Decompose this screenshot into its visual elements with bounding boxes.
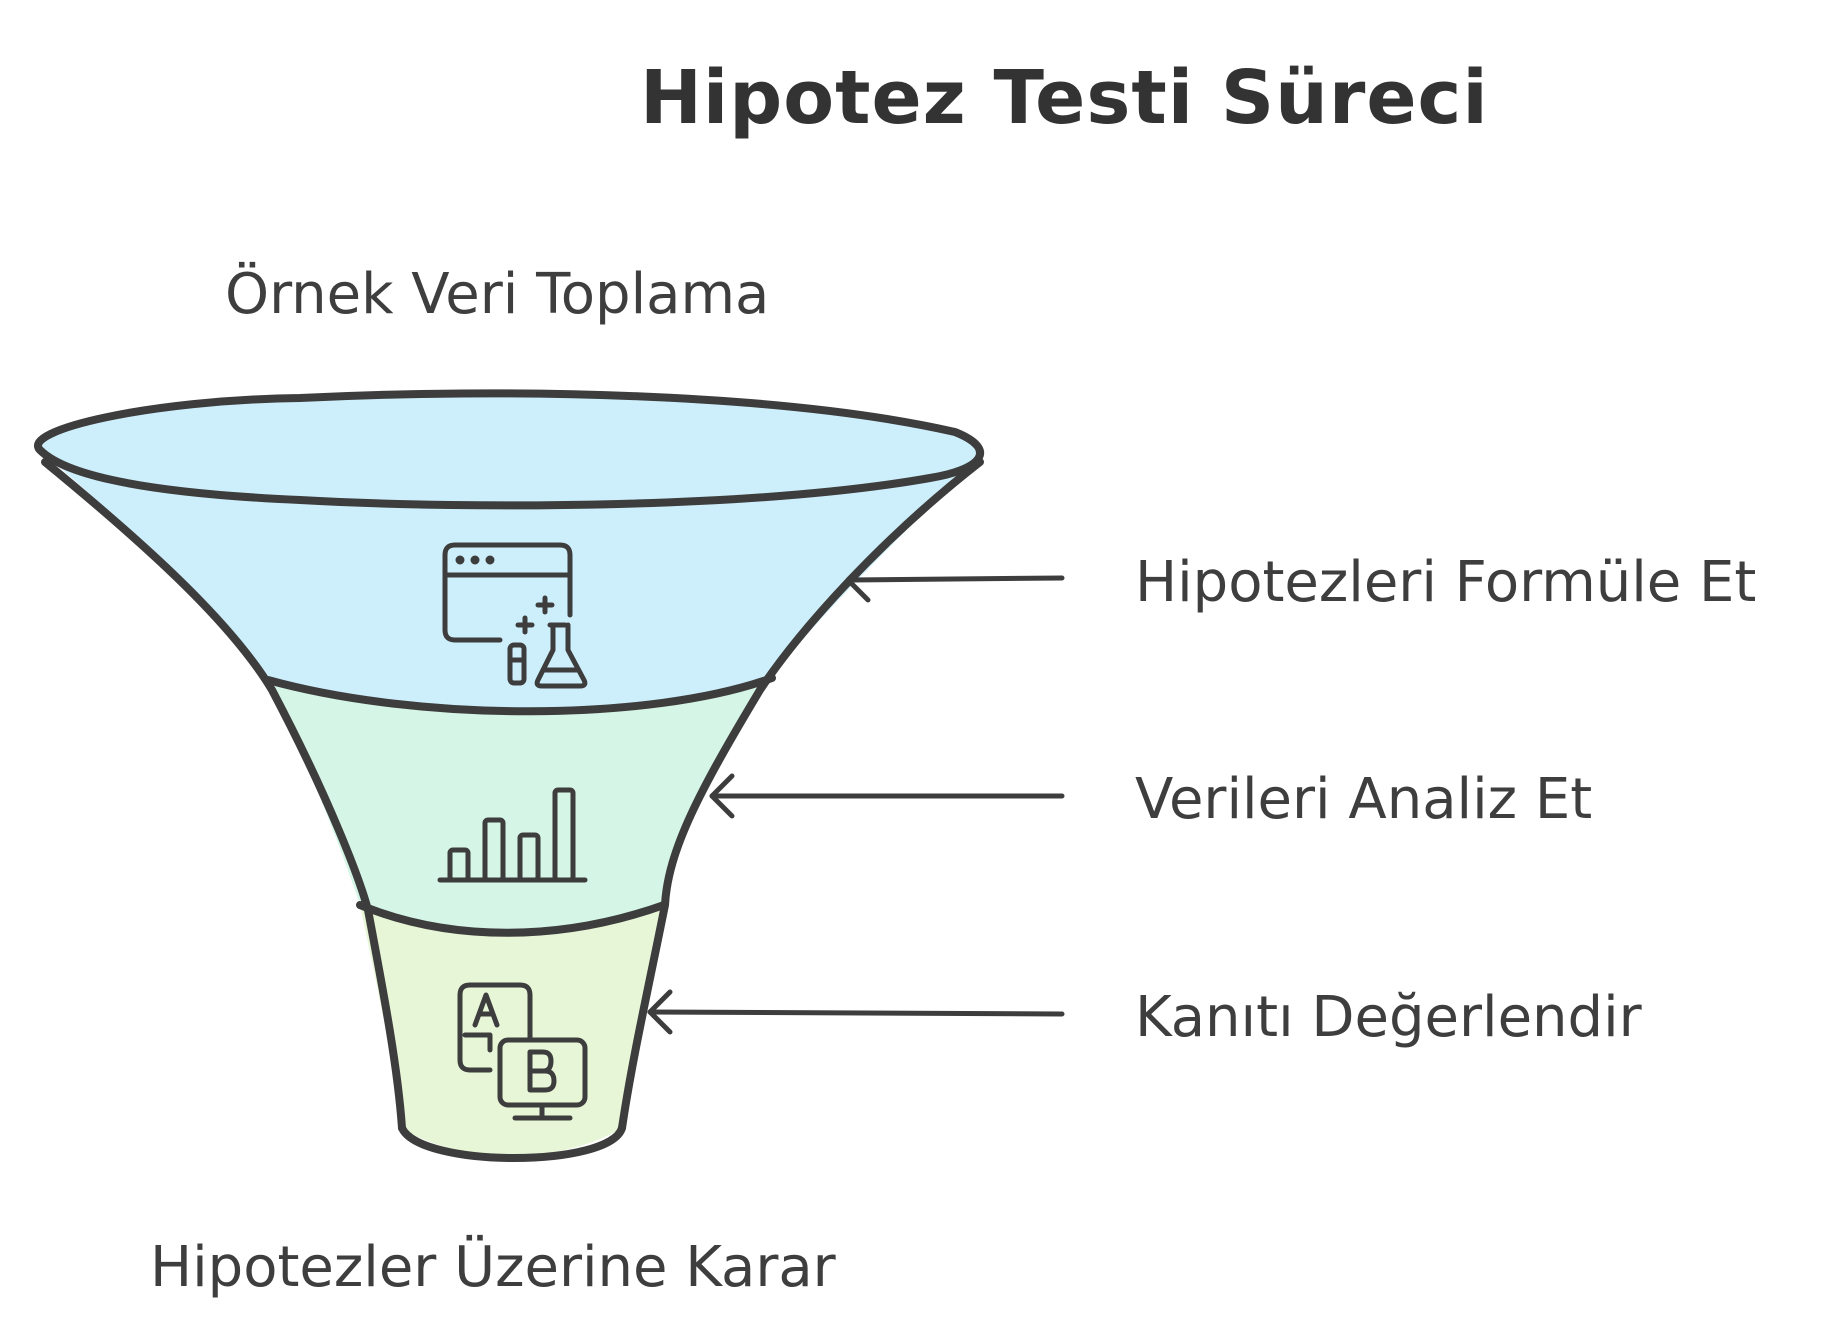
stage-1-label: Hipotezleri Formüle Et xyxy=(1135,550,1757,615)
funnel-left-side xyxy=(41,458,406,1132)
funnel-rim xyxy=(34,389,984,510)
funnel-divider-1 xyxy=(264,674,776,716)
arrow-stage-3 xyxy=(647,989,1065,1035)
funnel-divider-2 xyxy=(356,901,668,937)
top-label: Örnek Veri Toplama xyxy=(225,262,770,327)
ab-test-monitor-icon xyxy=(457,982,588,1121)
funnel-stage-3-fill xyxy=(360,905,665,1156)
bottom-label: Hipotezler Üzerine Karar xyxy=(150,1235,836,1300)
stage-3-label: Kanıtı Değerlendir xyxy=(1135,985,1642,1050)
bar-chart-icon xyxy=(437,787,588,883)
funnel-stage-2-fill xyxy=(270,680,770,932)
page-title: Hipotez Testi Süreci xyxy=(640,55,1489,141)
stage-2-label: Verileri Analiz Et xyxy=(1135,767,1593,832)
arrow-stage-2 xyxy=(709,773,1065,819)
arrow-stage-1 xyxy=(845,557,1065,603)
funnel-bottom xyxy=(398,1124,626,1162)
browser-lab-flask-icon xyxy=(442,542,588,689)
